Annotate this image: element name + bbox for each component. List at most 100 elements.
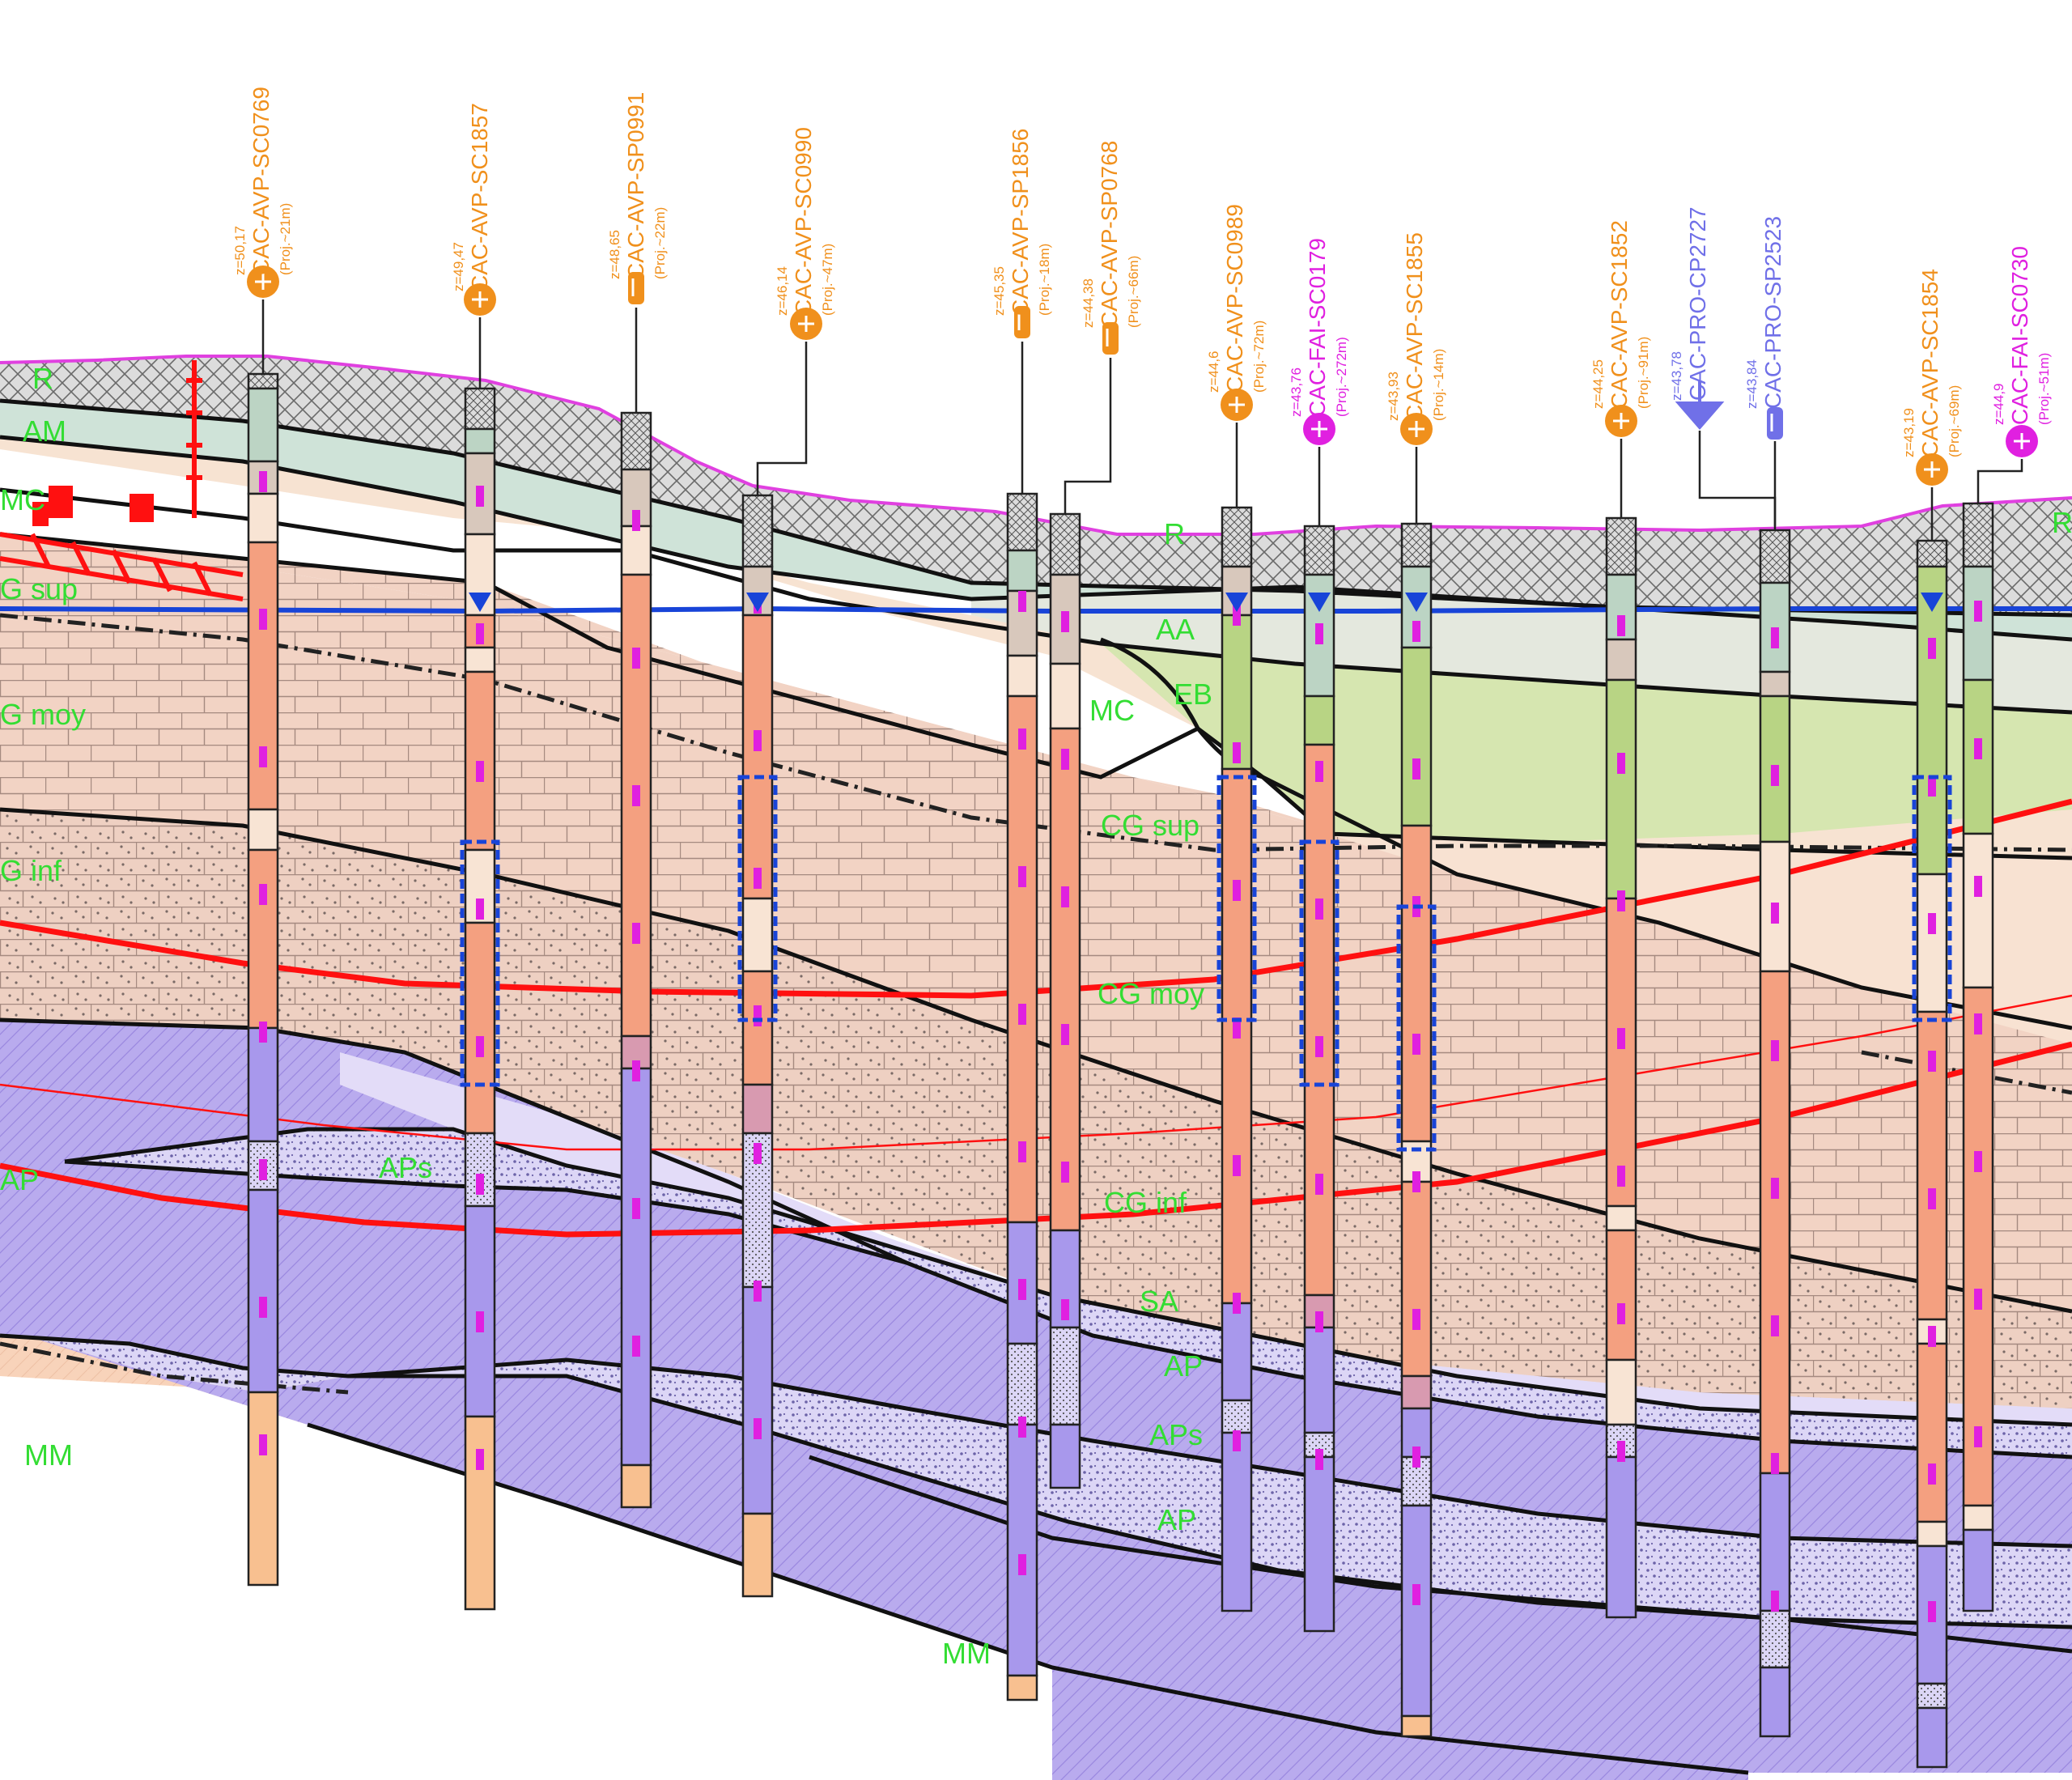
borehole-section <box>1221 506 1253 568</box>
borehole-section <box>741 897 774 973</box>
sample-mark <box>754 1005 762 1026</box>
borehole-section <box>1400 1504 1433 1718</box>
borehole-name: CAC-AVP-SC0990 <box>791 127 816 316</box>
layer-labels: R AM MC G sup G moy G inf AP APs MM R AA… <box>0 362 2072 1670</box>
sample-mark <box>259 1159 267 1180</box>
borehole-section <box>1400 1714 1433 1738</box>
sample-mark <box>632 510 640 531</box>
sample-mark <box>1061 1299 1069 1320</box>
label-mm-mid: MM <box>942 1637 991 1670</box>
borehole-section <box>620 1464 652 1509</box>
borehole-section <box>247 387 279 463</box>
borehole-leader <box>756 342 808 495</box>
label-aps-mid: APs <box>1149 1418 1203 1451</box>
borehole-section <box>1049 662 1081 730</box>
borehole-section <box>247 1026 279 1143</box>
screen-interval <box>460 839 500 1087</box>
sample-mark <box>259 1022 267 1043</box>
borehole-section <box>1605 897 1637 1208</box>
structure-blocks <box>32 486 154 526</box>
label-eb: EB <box>1174 678 1212 711</box>
borehole-section <box>1303 525 1335 576</box>
sample-mark <box>259 746 267 767</box>
layer-r <box>0 356 2072 615</box>
label-ap-mid1: AP <box>1164 1349 1203 1383</box>
boundary-aps-wedge-top <box>64 1127 2072 1427</box>
sample-mark <box>1233 880 1241 901</box>
borehole-section <box>1221 1431 1253 1612</box>
sample-mark <box>754 868 762 889</box>
borehole-column <box>1912 487 1952 1769</box>
water-level-icon <box>746 593 769 612</box>
label-aa: AA <box>1156 613 1195 646</box>
borehole-section <box>1006 492 1038 552</box>
borehole-elevation: z=43,93 <box>1386 372 1401 421</box>
layer-eb <box>1101 644 2072 842</box>
borehole-section <box>247 808 279 852</box>
sample-mark <box>1233 1430 1241 1451</box>
structure-frame <box>0 532 244 601</box>
sample-mark <box>1928 1601 1936 1622</box>
sample-mark <box>1928 1464 1936 1485</box>
borehole-section <box>620 411 652 471</box>
sample-mark <box>1061 611 1069 632</box>
sample-mark <box>1771 1591 1779 1612</box>
sample-mark <box>1018 729 1026 750</box>
sample-mark <box>1315 623 1323 644</box>
sample-mark <box>1018 1279 1026 1300</box>
borehole-elevation: z=43,76 <box>1289 367 1304 417</box>
sample-mark <box>1018 1554 1026 1575</box>
sample-mark <box>1974 1289 1982 1310</box>
sample-mark <box>1928 638 1936 659</box>
borehole-elevation: z=50,17 <box>232 226 248 275</box>
borehole-projection: (Proj.~69m) <box>1947 385 1962 457</box>
borehole-elevation: z=43,84 <box>1744 359 1760 409</box>
borehole-section <box>1916 565 1948 876</box>
sample-mark <box>632 923 640 944</box>
structure-mast <box>186 360 202 518</box>
sample-mark <box>1617 1028 1625 1049</box>
borehole-section <box>1605 1358 1637 1426</box>
sample-mark <box>1315 1449 1323 1470</box>
borehole-section <box>247 848 279 1030</box>
sample-mark <box>1018 1004 1026 1025</box>
sample-mark <box>476 1311 484 1332</box>
label-aps-left: APs <box>379 1151 432 1184</box>
sample-mark <box>476 1036 484 1057</box>
borehole-projection: (Proj.~66m) <box>1126 256 1141 328</box>
water-level-icon <box>1405 593 1428 612</box>
borehole-section <box>1221 1302 1253 1402</box>
sample-mark <box>1974 1151 1982 1172</box>
sample-mark <box>1928 775 1936 797</box>
label-cg-moy-left: G moy <box>0 698 86 731</box>
borehole-leader <box>1064 358 1112 514</box>
borehole-name: CAC-AVP-SP0991 <box>623 92 648 279</box>
borehole-section <box>1916 1682 1948 1710</box>
label-r-right: R <box>2052 506 2072 539</box>
borehole-columns <box>247 299 2023 1769</box>
sample-mark <box>1018 1141 1026 1162</box>
sample-mark <box>1061 886 1069 907</box>
borehole-section <box>1962 1528 1994 1612</box>
borehole-leader <box>1976 459 2023 503</box>
